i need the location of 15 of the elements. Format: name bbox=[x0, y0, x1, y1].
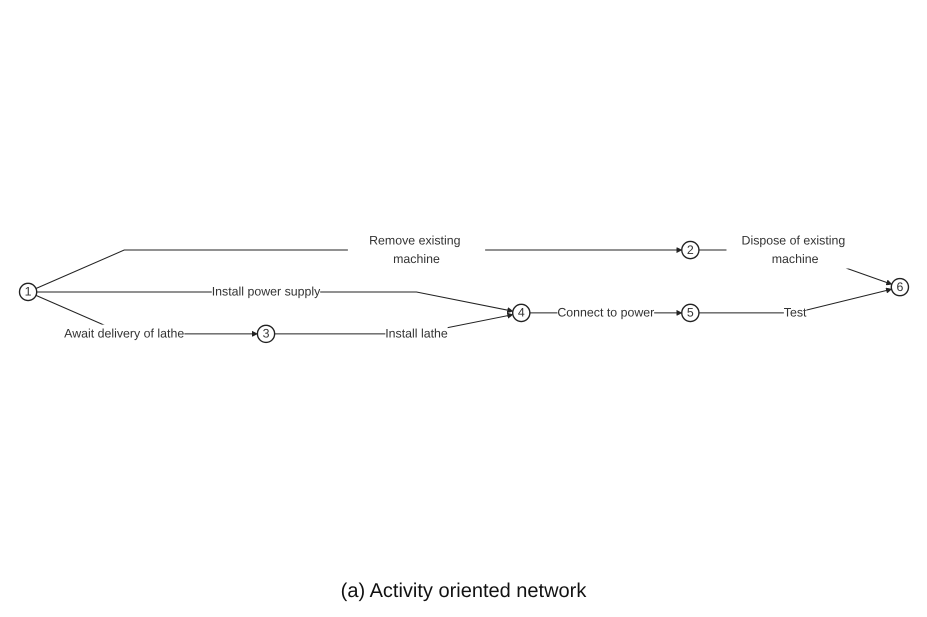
edge-label: Test bbox=[783, 305, 806, 320]
edge-label: Connect to power bbox=[556, 305, 654, 320]
node-circle: 4 bbox=[512, 303, 530, 322]
arrow bbox=[698, 287, 892, 314]
node-circle: 5 bbox=[680, 303, 700, 322]
node-circle: 6 bbox=[890, 278, 909, 296]
node-circle: 3 bbox=[256, 324, 275, 343]
edge-label: Dispose of existing machine bbox=[741, 233, 845, 266]
edge-label: Install power supply bbox=[211, 284, 320, 298]
edge-label: Install lathe bbox=[384, 326, 448, 340]
edge-label: Await delivery of lathe bbox=[64, 326, 184, 340]
edge-label: Remove existing machine bbox=[368, 233, 460, 266]
node-circle: 2 bbox=[680, 240, 700, 259]
node-circle: 1 bbox=[18, 282, 37, 301]
caption: (a) Activity oriented network bbox=[340, 580, 586, 603]
